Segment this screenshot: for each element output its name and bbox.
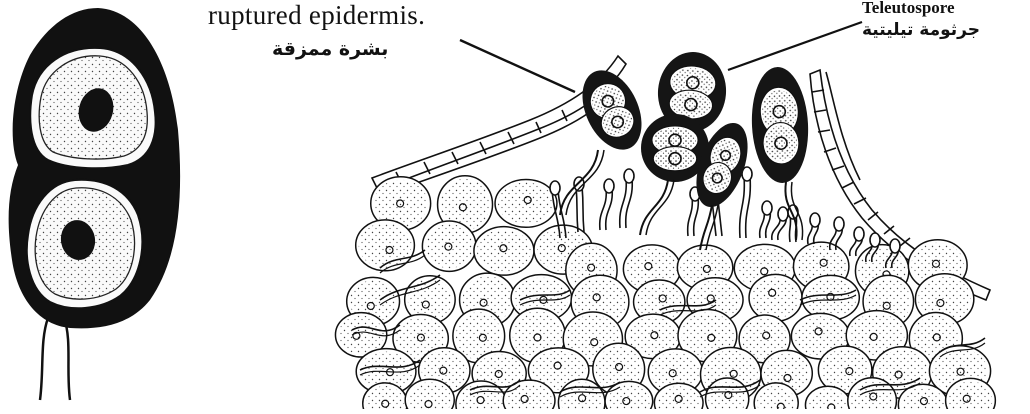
paraphysis-tip — [890, 239, 900, 253]
spore-stalk-wall — [646, 180, 674, 235]
spore-stalk — [700, 205, 712, 250]
paraphysis — [740, 176, 745, 238]
spore-stalk — [40, 318, 70, 400]
paraphysis-tip — [834, 217, 844, 231]
paraphysis — [576, 186, 578, 232]
paraphysis-wall — [746, 176, 751, 238]
paraphysis-tip — [854, 227, 864, 241]
paraphysis-tip — [624, 169, 634, 183]
spore-stalk — [560, 150, 598, 215]
host-cell-content — [477, 230, 531, 272]
host-cell-content — [359, 223, 412, 268]
paraphysis-wall — [582, 186, 584, 232]
ruptured-epidermis-arabic-label: بشرة ممزقة — [272, 38, 388, 60]
paraphysis — [688, 196, 693, 236]
host-tissue-cells — [335, 176, 995, 409]
paraphysis-tip — [604, 179, 614, 193]
paraphysis-wall — [694, 196, 699, 236]
teleutospore-arabic-label: جرثومة تيليتية — [862, 20, 980, 40]
teleutospore — [571, 61, 654, 159]
host-cell-content — [425, 224, 473, 268]
paraphysis-tip — [810, 213, 820, 227]
epidermis-pointer-line — [460, 40, 575, 92]
ruptured-epidermis-label: ruptured epidermis. — [208, 0, 425, 31]
host-cell-content — [408, 279, 452, 321]
spore-stalk-wall — [706, 205, 718, 250]
teleutospore — [749, 66, 811, 185]
host-cell-content — [752, 277, 799, 318]
teleutospore-cluster — [560, 49, 811, 250]
paraphysis-tip — [762, 201, 772, 215]
spore-stalk — [640, 180, 668, 235]
enlarged-teleutospore — [9, 8, 180, 400]
paraphysis-tip — [550, 181, 560, 195]
spore-stalk-wall — [566, 150, 604, 215]
paraphysis-tip — [870, 233, 880, 247]
spore-lower-content — [655, 148, 694, 169]
ruptured-epidermis-left — [372, 56, 626, 196]
paraphysis-tip — [778, 207, 788, 221]
teleutospore-label: Teleutospore — [862, 0, 955, 18]
teleutospore-pointer-line — [728, 22, 862, 70]
